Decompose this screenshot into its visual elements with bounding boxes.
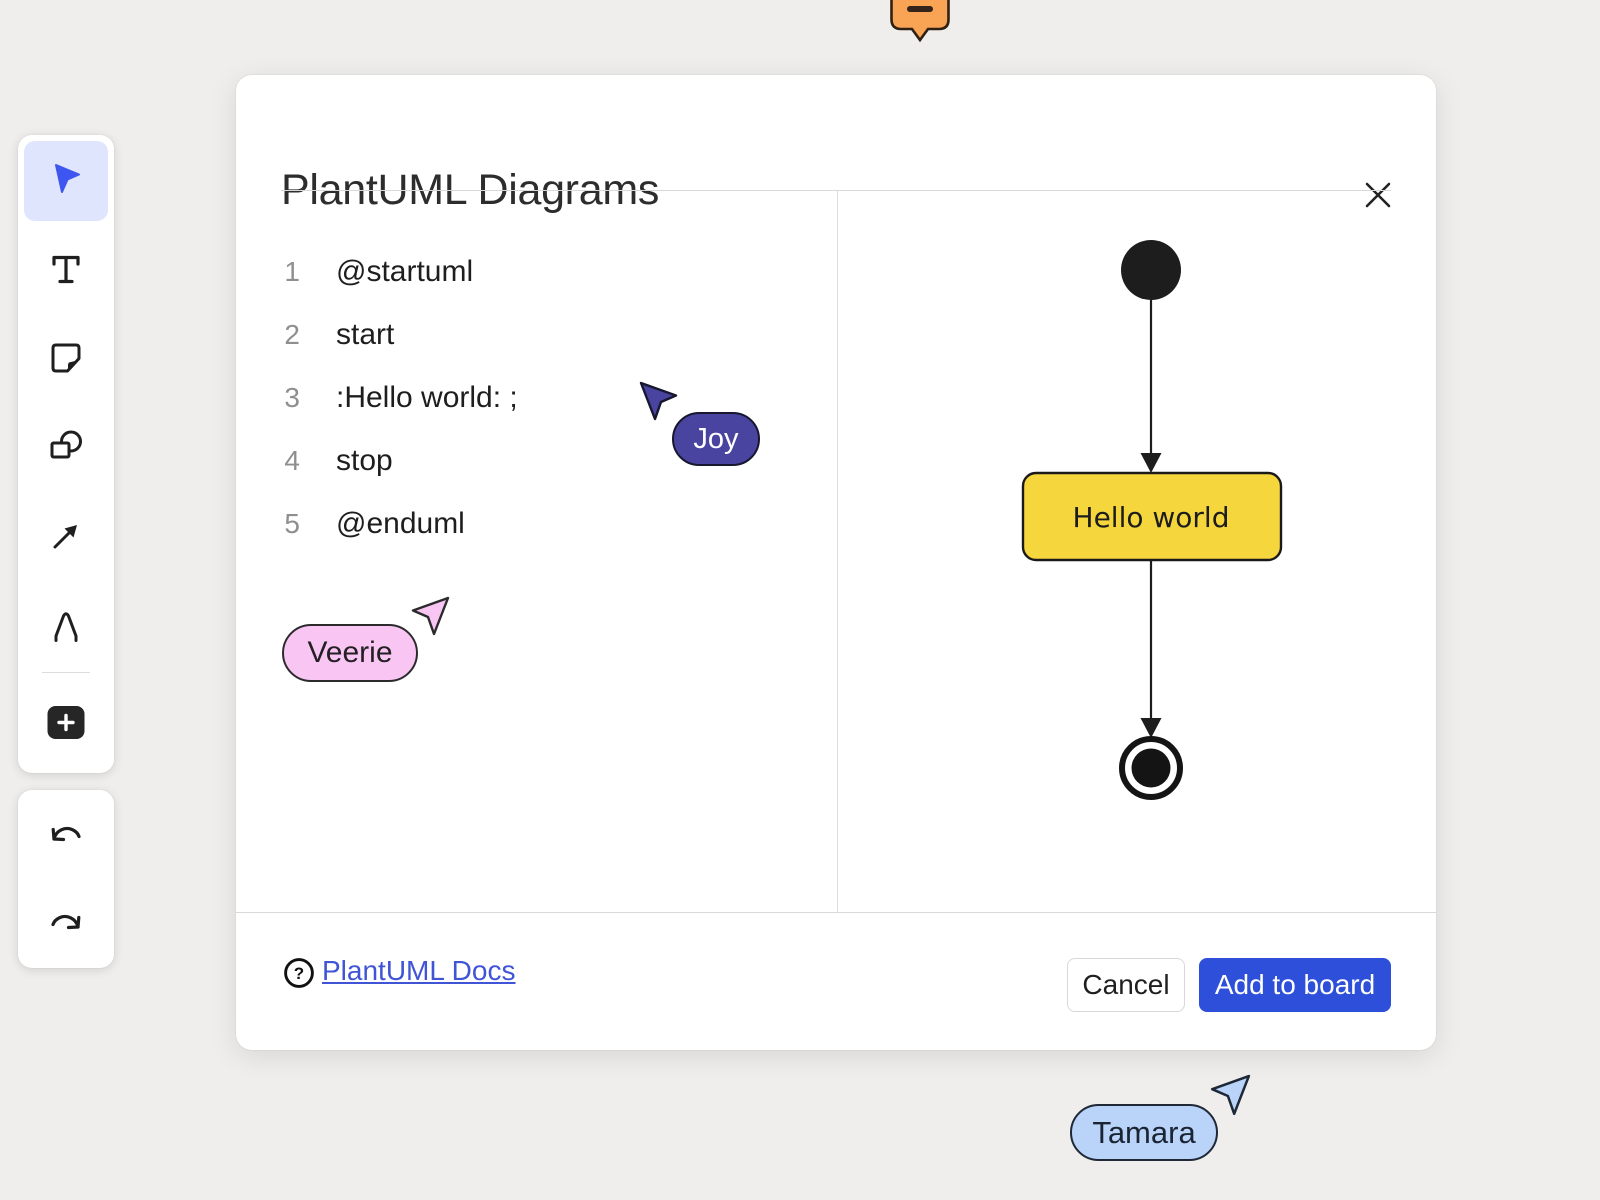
arrow-tool-button[interactable] bbox=[34, 504, 98, 568]
shapes-icon bbox=[50, 430, 82, 459]
collaborator-name: Veerie bbox=[307, 636, 393, 669]
code-editor[interactable]: 1 @startuml 2 start 3 :Hello world: ; 4 … bbox=[236, 191, 836, 912]
code-line: 3 :Hello world: ; bbox=[236, 366, 836, 429]
pane-divider bbox=[837, 191, 838, 912]
sticky-note-icon bbox=[51, 343, 81, 373]
add-to-board-button[interactable]: Add to board bbox=[1199, 958, 1391, 1012]
undo-button[interactable] bbox=[34, 805, 98, 869]
redo-button[interactable] bbox=[34, 893, 98, 957]
line-code: start bbox=[336, 317, 395, 351]
cursor-arrow-icon bbox=[1210, 1074, 1251, 1116]
line-number: 4 bbox=[284, 444, 300, 476]
comment-marker[interactable] bbox=[888, 0, 952, 44]
select-tool-button[interactable] bbox=[34, 149, 98, 213]
cursor-arrow-icon bbox=[411, 596, 450, 636]
close-button[interactable] bbox=[1358, 175, 1398, 215]
plantuml-dialog: PlantUML Diagrams 1 @startuml 2 start 3 … bbox=[236, 75, 1436, 1050]
help-icon: ? bbox=[284, 958, 314, 988]
collaborator-name: Tamara bbox=[1092, 1114, 1196, 1150]
plus-icon bbox=[47, 706, 85, 739]
svg-text:?: ? bbox=[294, 964, 304, 983]
line-code: stop bbox=[336, 443, 393, 477]
collaborator-name: Joy bbox=[693, 422, 739, 455]
code-line: 2 start bbox=[236, 303, 836, 366]
text-tool-button[interactable] bbox=[34, 238, 98, 302]
line-code: @enduml bbox=[336, 506, 465, 540]
undo-icon bbox=[51, 826, 81, 842]
plantuml-docs-link[interactable]: PlantUML Docs bbox=[322, 955, 516, 986]
shapes-tool-button[interactable] bbox=[34, 415, 98, 479]
code-line: 4 stop bbox=[236, 429, 836, 492]
uml-activity-label: Hello world bbox=[1073, 501, 1230, 534]
code-line: 1 @startuml bbox=[236, 240, 836, 303]
toolbar-divider bbox=[42, 672, 90, 673]
uml-end-node-core bbox=[1131, 748, 1171, 788]
history-panel bbox=[18, 790, 114, 968]
redo-icon bbox=[51, 914, 81, 930]
cancel-button[interactable]: Cancel bbox=[1067, 958, 1185, 1012]
text-icon bbox=[52, 255, 80, 284]
pen-tool-button[interactable] bbox=[34, 595, 98, 659]
cursor-icon bbox=[55, 164, 80, 193]
line-code: @startuml bbox=[336, 254, 474, 288]
line-number: 2 bbox=[284, 318, 300, 350]
sticky-note-tool-button[interactable] bbox=[34, 326, 98, 390]
close-icon bbox=[1365, 182, 1391, 208]
code-line: 5 @enduml bbox=[236, 492, 836, 555]
add-tools-button[interactable] bbox=[34, 691, 98, 755]
uml-arrowhead bbox=[1140, 718, 1162, 738]
uml-arrowhead bbox=[1140, 453, 1162, 473]
uml-start-node bbox=[1121, 240, 1181, 300]
diagram-preview: Hello world bbox=[837, 191, 1436, 912]
collaborator-name-pill: Joy bbox=[672, 412, 760, 466]
line-number: 5 bbox=[284, 507, 300, 539]
arrow-icon bbox=[53, 525, 77, 549]
line-code: :Hello world: ; bbox=[336, 380, 518, 414]
comment-dash-icon bbox=[907, 6, 933, 12]
cursor-arrow-icon bbox=[639, 381, 678, 421]
line-number: 1 bbox=[284, 255, 300, 287]
footer-divider bbox=[236, 912, 1436, 913]
collaborator-name-pill: Tamara bbox=[1070, 1104, 1218, 1161]
pen-icon bbox=[54, 612, 78, 642]
line-number: 3 bbox=[284, 381, 300, 413]
collaborator-name-pill: Veerie bbox=[282, 624, 418, 682]
header-divider bbox=[281, 190, 1391, 191]
toolbar bbox=[18, 135, 114, 773]
